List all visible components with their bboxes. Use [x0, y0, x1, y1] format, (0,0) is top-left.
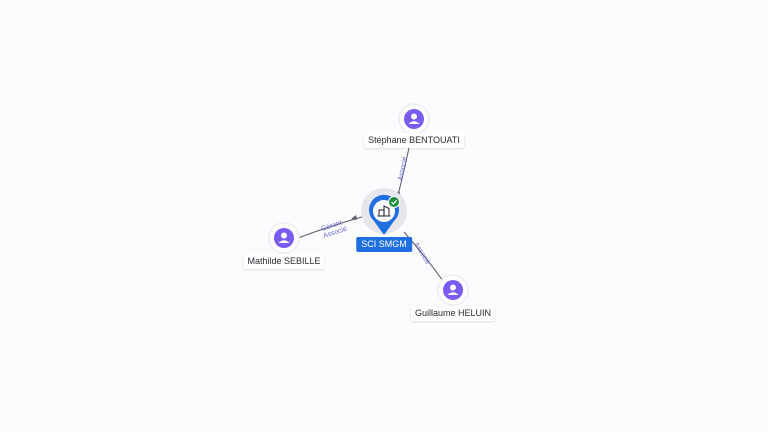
person-node-mathilde[interactable] — [268, 222, 300, 254]
person-label-mathilde[interactable]: Mathilde SEBILLE — [243, 254, 325, 269]
check-badge-icon — [388, 196, 400, 208]
company-label[interactable]: SCI SMGM — [356, 237, 412, 252]
person-label-guillaume[interactable]: Guillaume HELUIN — [410, 306, 496, 321]
edge-label-guillaume: Associé — [412, 241, 431, 266]
person-node-guillaume[interactable] — [437, 274, 469, 306]
company-node[interactable] — [361, 188, 407, 235]
person-icon — [278, 232, 290, 243]
person-icon — [408, 113, 420, 124]
building-icon — [377, 205, 391, 217]
edge-mathilde — [297, 215, 366, 239]
edge-label-stephane: Associé — [397, 156, 409, 182]
person-node-stephane[interactable] — [398, 103, 430, 135]
edge-arrow-mathilde — [351, 215, 357, 220]
person-label-stephane[interactable]: Stéphane BENTOUATI — [364, 133, 464, 148]
person-icon — [447, 284, 459, 295]
